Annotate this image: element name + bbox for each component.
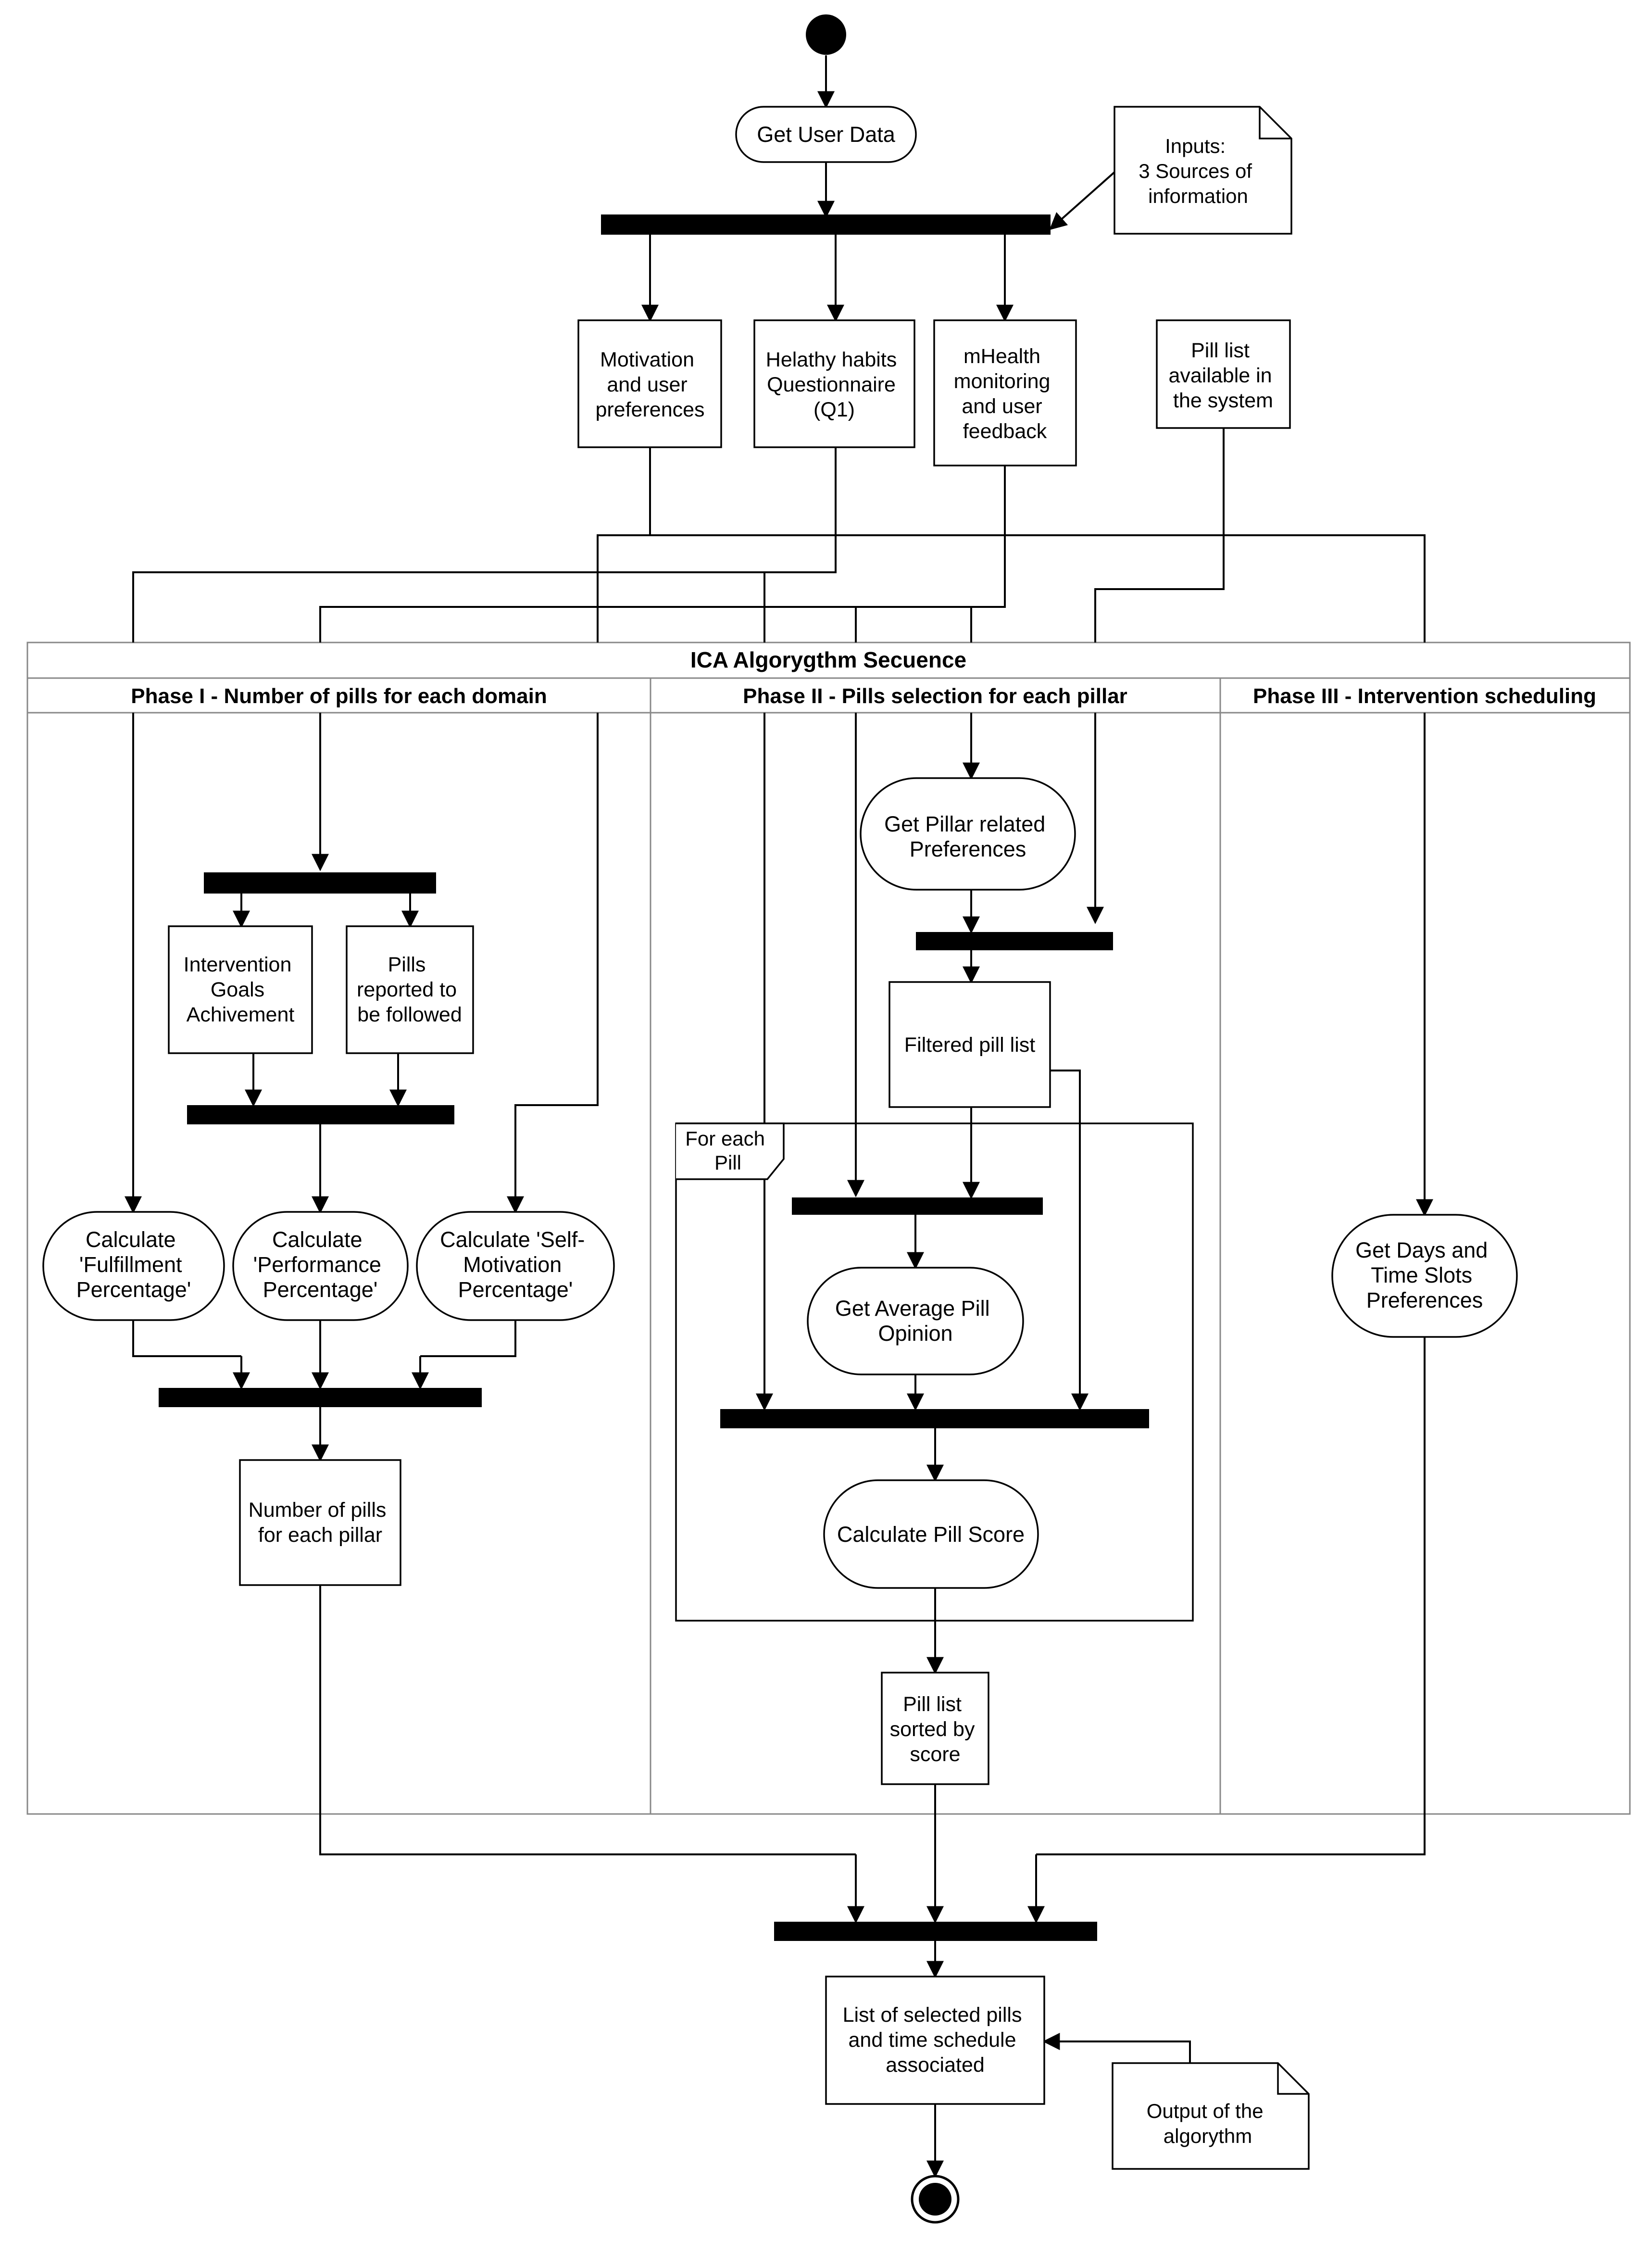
join-bar-final (774, 1922, 1097, 1941)
edges (125, 55, 1433, 2178)
loop-label-line: Pill (714, 1151, 741, 1174)
action-pill-score: Calculate Pill Score (823, 1479, 1039, 1589)
svg-text:Calculate Pill Score: Calculate Pill Score (837, 1522, 1025, 1547)
svg-text:mHealth monitoring: mHealth monitoring and user feedback (954, 345, 1056, 443)
svg-text:Inputs: 3 Sources of: Inputs: 3 Sources of information (1139, 135, 1257, 207)
svg-text:Output of the algorythm: Output of the algorythm (1147, 2100, 1269, 2147)
object-mhealth: mHealth monitoring and user feedback (933, 319, 1077, 466)
join-bar-goals (187, 1105, 454, 1124)
svg-text:Pills reported to: Pills reported to be followed (357, 953, 463, 1026)
action-get-user-data: Get User Data (735, 106, 917, 163)
lane-title-phase-3: Phase III - Intervention scheduling (1253, 684, 1596, 708)
svg-text:Intervention Goals: Intervention Goals Achivement (184, 953, 298, 1026)
action-calc-fulfillment: Calculate 'Fulfillment Percentage' (42, 1211, 225, 1321)
action-days-slots: Get Days and Time Slots Preferences (1331, 1214, 1518, 1338)
diagram-title: ICA Algorygthm Secuence (690, 647, 966, 672)
object-pill-list: Pill list available in the system (1156, 319, 1291, 429)
object-selected-pills: List of selected pills and time schedule… (825, 1976, 1045, 2105)
svg-text:Calculate 'Self- Motivat: Calculate 'Self- Motivation Percentage' (440, 1227, 591, 1302)
join-bar-percentages (159, 1388, 482, 1407)
svg-text:Get Days and Time Slots: Get Days and Time Slots Preferences (1355, 1238, 1494, 1312)
object-filtered-pill-list: Filtered pill list (889, 981, 1051, 1108)
sync-bars (159, 214, 1149, 1941)
join-bar-score (720, 1409, 1149, 1428)
start-node (806, 14, 846, 55)
fork-bar-goals (204, 872, 436, 894)
svg-text:Get Average Pill Opinion: Get Average Pill Opinion (835, 1296, 996, 1346)
note-output: Output of the algorythm (1112, 2062, 1310, 2170)
svg-text:Get Pillar related Prefe: Get Pillar related Preferences (884, 812, 1051, 861)
svg-text:List of selected pills a: List of selected pills and time schedule… (843, 2003, 1028, 2077)
action-average-opinion: Get Average Pill Opinion (807, 1267, 1024, 1375)
svg-text:Calculate 'Performance: Calculate 'Performance Percentage' (253, 1227, 388, 1302)
action-pillar-preferences: Get Pillar related Preferences (860, 777, 1076, 891)
note-inputs: Inputs: 3 Sources of information (1114, 106, 1292, 235)
lane-title-phase-2: Phase II - Pills selection for each pill… (743, 684, 1127, 708)
svg-text:Motivation and user: Motivation and user preferences (595, 348, 704, 421)
svg-text:Filtered pill list: Filtered pill list (904, 1033, 1035, 1057)
end-node (911, 2175, 960, 2224)
fork-bar-inputs (601, 214, 1051, 235)
object-questionnaire: Helathy habits Questionnaire (Q1) (753, 319, 915, 448)
object-motivation: Motivation and user preferences (577, 319, 722, 448)
for-each-pill-frame: For each Pill (675, 1122, 1194, 1622)
svg-text:Number of pills for each: Number of pills for each pillar (249, 1499, 392, 1547)
object-sorted-pill-list: Pill list sorted by score (881, 1672, 989, 1785)
join-bar-pillar (916, 932, 1113, 950)
svg-text:Pill list sorted by: Pill list sorted by score (890, 1693, 981, 1766)
svg-text:For each Pill: For each Pill (685, 1127, 770, 1174)
loop-label-line: For each (685, 1127, 765, 1150)
object-intervention-goals: Intervention Goals Achivement (168, 925, 313, 1054)
lane-title-phase-1: Phase I - Number of pills for each domai… (131, 684, 547, 708)
action-calc-performance: Calculate 'Performance Percentage' (232, 1211, 409, 1321)
svg-text:Pill list available in: Pill list available in the system (1168, 339, 1277, 412)
svg-text:Calculate 'Fulfillment: Calculate 'Fulfillment Percentage' (76, 1227, 191, 1302)
swimlane-container: ICA Algorygthm Secuence Phase I - Number… (26, 642, 1631, 1815)
svg-text:Helathy habits Questionn: Helathy habits Questionnaire (Q1) (766, 348, 902, 421)
svg-text:Get User Data: Get User Data (757, 122, 896, 147)
action-calc-self-motivation: Calculate 'Self- Motivation Percentage' (416, 1211, 615, 1321)
fork-bar-loop (792, 1197, 1043, 1215)
object-pills-reported: Pills reported to be followed (346, 925, 474, 1054)
object-number-of-pills: Number of pills for each pillar (239, 1459, 401, 1586)
